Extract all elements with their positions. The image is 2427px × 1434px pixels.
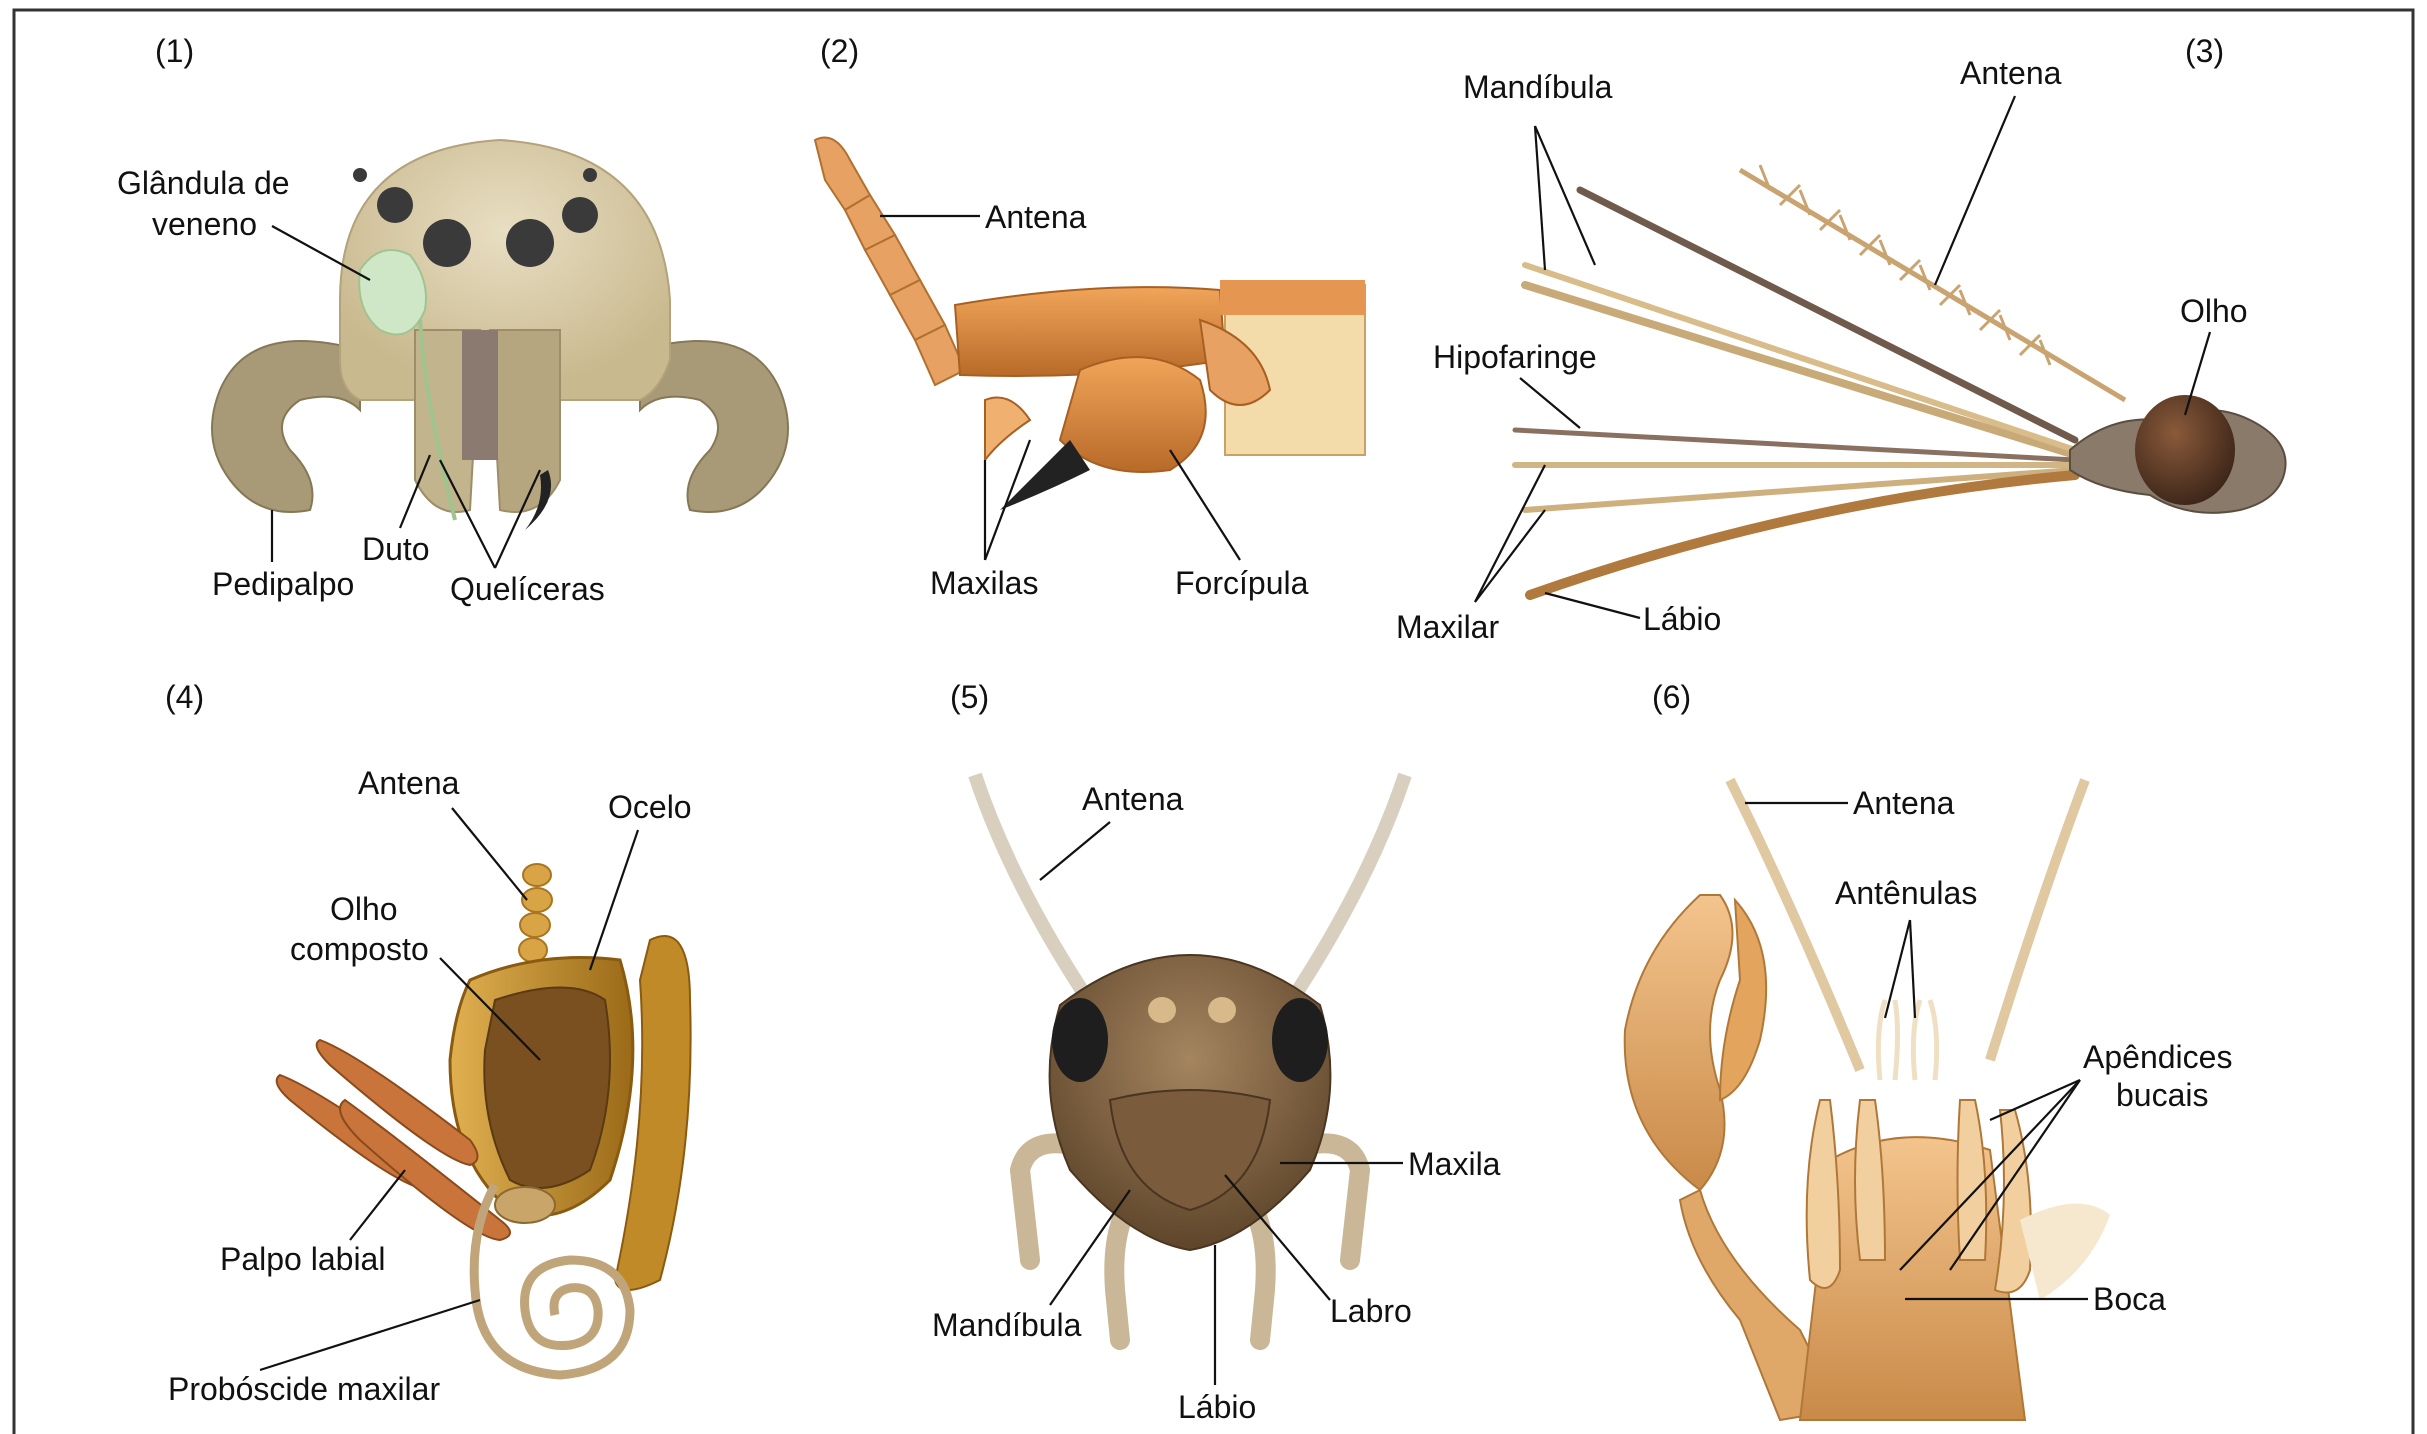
label-palpo-labial: Palpo labial bbox=[220, 1241, 385, 1277]
panel-6-crustacean: (6) Antena Antênulas Apêndices bucais bbox=[1625, 679, 2233, 1420]
centipede-segment-top bbox=[1220, 280, 1365, 315]
moth-proboscis-base bbox=[495, 1187, 555, 1223]
panel-2-number: (2) bbox=[820, 33, 859, 69]
roach-antenna-left bbox=[975, 775, 1085, 995]
label-ocelo: Ocelo bbox=[608, 789, 692, 825]
label-labio-5: Lábio bbox=[1178, 1389, 1256, 1425]
forcipule-fang bbox=[1000, 440, 1090, 510]
label-olho-1: Olho bbox=[330, 891, 398, 927]
label-hipofaringe: Hipofaringe bbox=[1433, 339, 1597, 375]
label-duto: Duto bbox=[362, 531, 430, 567]
panel-5-number: (5) bbox=[950, 679, 989, 715]
label-labio-3: Lábio bbox=[1643, 601, 1721, 637]
moth-compound-eye bbox=[484, 988, 610, 1189]
label-forcipula: Forcípula bbox=[1175, 565, 1309, 601]
label-antena-3: Antena bbox=[1960, 55, 2062, 91]
label-boca: Boca bbox=[2093, 1281, 2166, 1317]
label-antenulas: Antênulas bbox=[1835, 875, 1977, 911]
crab-claw bbox=[1625, 895, 1733, 1190]
label-glandula-2: veneno bbox=[152, 206, 257, 242]
label-olho-2: composto bbox=[290, 931, 429, 967]
panel-3-number: (3) bbox=[2185, 33, 2224, 69]
panel-1-spider: (1) Glândula de veneno Pedipalpo Duto Q bbox=[117, 33, 788, 607]
label-queliceras: Quelíceras bbox=[450, 571, 605, 607]
label-olho: Olho bbox=[2180, 293, 2248, 329]
panel-4-number: (4) bbox=[165, 679, 204, 715]
label-maxilar: Maxilar bbox=[1396, 609, 1499, 645]
centipede-antenna bbox=[815, 138, 965, 386]
label-mandibula-5: Mandíbula bbox=[932, 1307, 1082, 1343]
panel-5-cockroach: (5) Antena Maxila Mandíbula Labro Lábio bbox=[932, 679, 1501, 1425]
label-pedipalpo: Pedipalpo bbox=[212, 566, 354, 602]
label-antena-6: Antena bbox=[1853, 785, 1955, 821]
label-glandula-1: Glândula de bbox=[117, 165, 290, 201]
label-antena-5: Antena bbox=[1082, 781, 1184, 817]
centipede-maxilla bbox=[985, 398, 1030, 461]
crab-antenna-right bbox=[1990, 780, 2085, 1060]
roach-antenna-right bbox=[1295, 775, 1405, 995]
centipede-head bbox=[955, 287, 1225, 376]
label-apendices-2: bucais bbox=[2116, 1077, 2209, 1113]
label-mandibula-3: Mandíbula bbox=[1463, 69, 1613, 105]
roach-eye-right bbox=[1272, 998, 1328, 1082]
panel-3-mosquito: (3) Mandíbula Antena Olho Hipofaringe Ma… bbox=[1396, 33, 2286, 645]
label-antena-2: Antena bbox=[985, 199, 1087, 235]
label-proboscide: Probóscide maxilar bbox=[168, 1371, 440, 1407]
roach-eye-left bbox=[1052, 998, 1108, 1082]
spider-mouth-gap bbox=[462, 330, 498, 460]
panel-4-moth: (4) Antena Ocelo Olho composto Pa bbox=[165, 679, 692, 1407]
mosquito-stylets bbox=[1515, 190, 2075, 595]
label-maxilas: Maxilas bbox=[930, 565, 1038, 601]
panel-6-number: (6) bbox=[1652, 679, 1691, 715]
roach-ocellus-right bbox=[1208, 997, 1236, 1023]
panel-2-centipede: (2) Antena Maxilas Forcípula bbox=[815, 33, 1365, 601]
forcipule bbox=[1060, 357, 1206, 472]
label-labro: Labro bbox=[1330, 1293, 1412, 1329]
label-apendices-1: Apêndices bbox=[2083, 1039, 2232, 1075]
label-antena-4: Antena bbox=[358, 765, 460, 801]
panel-1-number: (1) bbox=[155, 33, 194, 69]
roach-ocellus-left bbox=[1148, 997, 1176, 1023]
label-maxila: Maxila bbox=[1408, 1146, 1501, 1182]
